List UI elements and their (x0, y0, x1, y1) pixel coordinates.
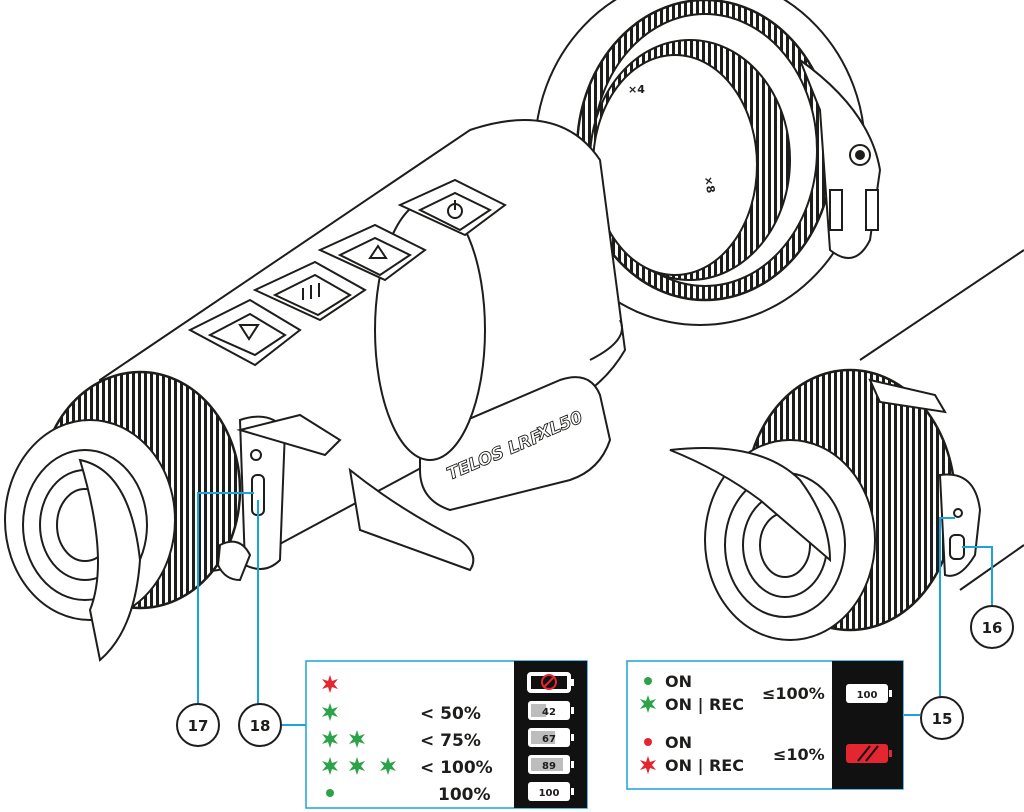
control-buttons (187, 178, 507, 367)
led-table-left: < 50% < 75% < 100% 100% 42 67 (305, 660, 588, 809)
svg-text:100: 100 (539, 788, 560, 799)
zoom-mark-8: ×8 (702, 175, 718, 194)
battery-low-icon (846, 744, 892, 763)
callout-leaders (197, 492, 993, 726)
callout-16: 16 (970, 605, 1014, 649)
row1-on: ON (665, 672, 692, 691)
svg-text:89: 89 (542, 761, 556, 772)
eyepiece-left (4, 370, 342, 662)
green-dot-icon (326, 789, 334, 797)
row2-on-rec: ON | REC (665, 756, 744, 776)
green-dot-icon (644, 677, 652, 685)
battery-89-icon: 89 (528, 755, 574, 774)
menu-button[interactable] (252, 260, 367, 322)
callout-15: 15 (920, 696, 964, 740)
battery-67-icon: 67 (528, 728, 574, 747)
svg-text:17: 17 (188, 717, 209, 735)
svg-text:100: 100 (857, 690, 878, 701)
svg-text:15: 15 (932, 710, 953, 728)
battery-empty-icon (527, 672, 574, 693)
rear-eyepiece-closeup (669, 249, 1024, 641)
level-lt50: < 50% (420, 704, 481, 724)
callout-17: 17 (176, 703, 220, 747)
callout-18: 18 (238, 703, 282, 747)
svg-text:16: 16 (982, 619, 1003, 637)
front-objective-assembly (534, 0, 882, 326)
battery-42-icon: 42 (528, 701, 574, 720)
battery-100-icon: 100 (528, 782, 574, 801)
zoom-mark-4: ×4 (628, 83, 645, 96)
svg-text:67: 67 (542, 734, 556, 745)
power-button[interactable] (397, 178, 507, 237)
level-lt100: < 100% (420, 758, 493, 778)
row1-on-rec: ON | REC (665, 695, 744, 715)
row1-percent: ≤100% (762, 684, 825, 703)
level-lt75: < 75% (420, 731, 481, 751)
level-100: 100% (438, 785, 491, 805)
down-button[interactable] (187, 298, 302, 367)
svg-text:42: 42 (542, 707, 556, 718)
up-button[interactable] (317, 223, 427, 282)
red-dot-icon (644, 738, 652, 746)
svg-text:18: 18 (250, 717, 271, 735)
row2-on: ON (665, 733, 692, 752)
led-table-right: ON ON | REC ≤100% 100 ON ON | REC ≤10% (626, 660, 904, 790)
battery-100-icon: 100 (846, 684, 892, 703)
row2-percent: ≤10% (773, 745, 825, 764)
